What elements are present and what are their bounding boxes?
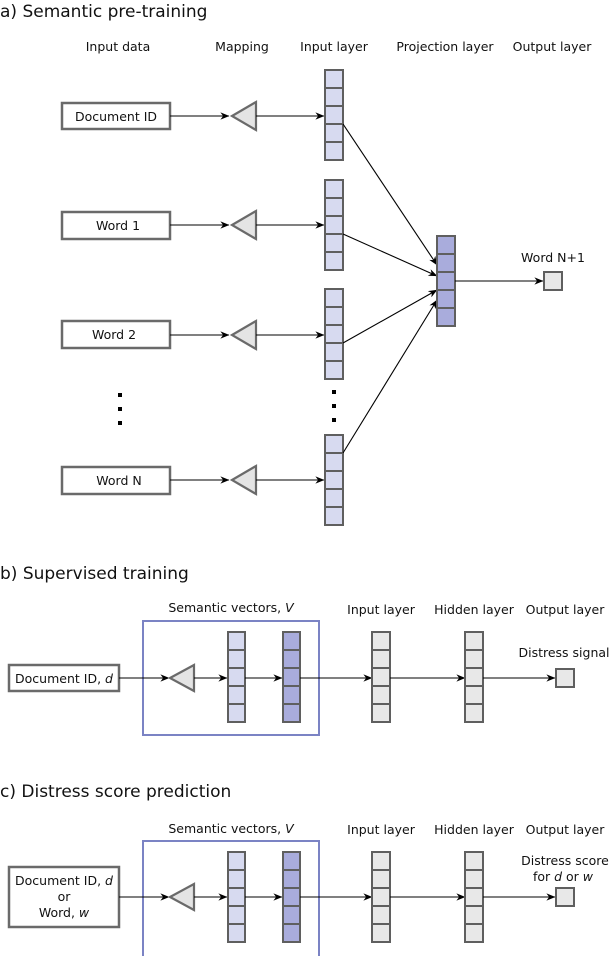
mapping-triangle (229, 464, 258, 496)
input-box-word-1: Word 1 (60, 210, 172, 241)
input-layer-vector (371, 851, 391, 943)
section-b-title: b) Supervised training (0, 564, 189, 584)
input-box-line-2: or (58, 889, 72, 904)
mapping-triangle (229, 209, 258, 241)
col-input-layer-label: Input layer (347, 602, 416, 617)
arrow-to-projection (342, 123, 438, 266)
input-box-label: Word 1 (96, 218, 140, 233)
col-projection-layer-label: Projection layer (396, 39, 494, 54)
input-box-line-1: Document ID, d (15, 873, 113, 888)
col-input-layer-label: Input layer (347, 822, 416, 837)
input-layer-vector-n (324, 434, 344, 526)
input-box-label: Word 2 (92, 327, 136, 342)
input-box-document-id-d: Document ID, d (7, 663, 121, 693)
input-box-label: Document ID (75, 109, 157, 124)
input-layer-vector-2 (324, 179, 344, 271)
col-input-data-label: Input data (86, 39, 151, 54)
semantic-vectors-label: Semantic vectors, V (168, 600, 295, 615)
mapping-triangle (167, 663, 196, 693)
semantic-vector-dark (282, 851, 301, 943)
section-c-title: c) Distress score prediction (0, 782, 231, 802)
input-box-word-2: Word 2 (60, 319, 172, 350)
semantic-vectors-group (142, 840, 320, 956)
output-node (555, 887, 575, 907)
output-node (543, 271, 563, 291)
mapping-triangle (229, 319, 258, 351)
semantic-vector-light (227, 851, 246, 943)
semantic-vector-dark (282, 631, 301, 723)
output-word-label: Word N+1 (521, 250, 585, 265)
semantic-vectors-label: Semantic vectors, V (168, 821, 295, 836)
input-box-label: Word N (96, 473, 141, 488)
input-layer-vector-1 (324, 69, 344, 161)
hidden-layer-vector (464, 631, 484, 723)
col-mapping-label: Mapping (215, 39, 269, 54)
input-box-document-or-word: Document ID, d or Word, w (7, 865, 121, 929)
col-input-layer-label: Input layer (300, 39, 369, 54)
arrow-to-projection (342, 289, 438, 344)
arrow-to-projection (342, 299, 438, 454)
input-box-label: Document ID, d (15, 671, 113, 686)
hidden-layer-vector (464, 851, 484, 943)
col-output-layer-label: Output layer (513, 39, 593, 54)
input-box-word-n: Word N (60, 465, 172, 496)
ellipsis-input-layer (332, 390, 336, 422)
semantic-vector-light (227, 631, 246, 723)
distress-signal-label: Distress signal (518, 645, 609, 660)
output-node (555, 668, 575, 688)
projection-layer-vector (436, 235, 456, 327)
input-layer-vector-3 (324, 288, 344, 380)
ellipsis-inputs (118, 393, 122, 425)
mapping-triangle (167, 882, 196, 912)
col-output-layer-label: Output layer (526, 602, 606, 617)
col-hidden-layer-label: Hidden layer (434, 602, 515, 617)
arrow-to-projection (342, 233, 438, 277)
distress-score-label-line-2: for d or w (533, 869, 594, 884)
distress-score-label-line-1: Distress score (521, 853, 609, 868)
input-box-line-3: Word, w (39, 905, 90, 920)
mapping-triangle (229, 100, 258, 132)
input-box-document-id: Document ID (60, 101, 172, 131)
section-a-title: a) Semantic pre-training (0, 2, 207, 22)
col-hidden-layer-label: Hidden layer (434, 822, 515, 837)
col-output-layer-label: Output layer (526, 822, 606, 837)
input-layer-vector (371, 631, 391, 723)
